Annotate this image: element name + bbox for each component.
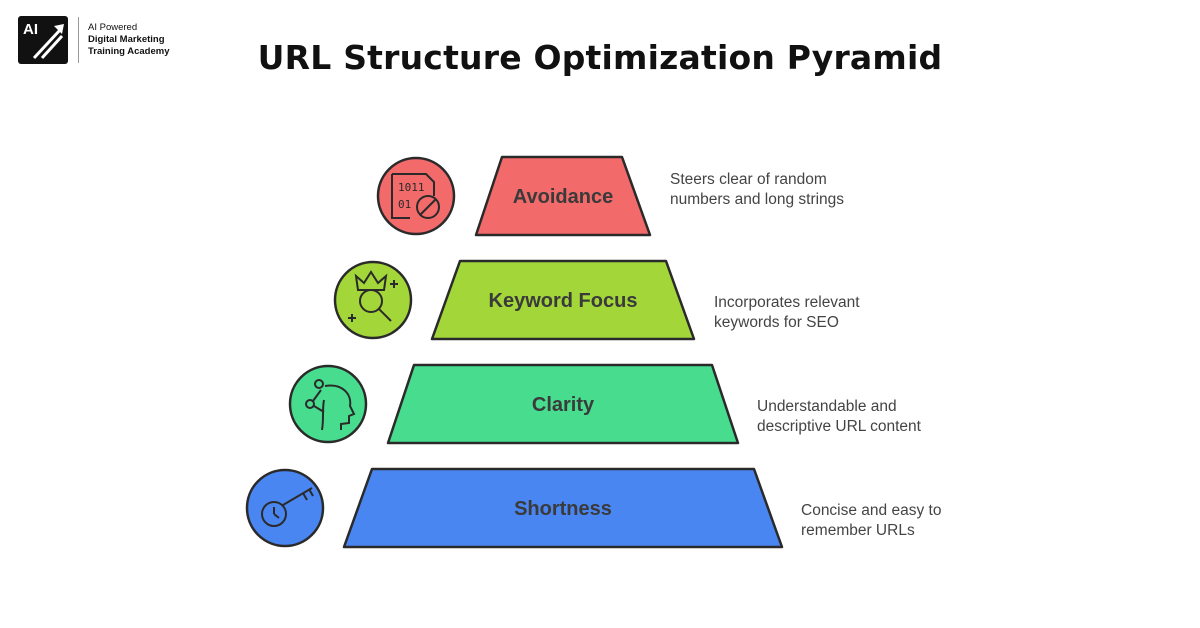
tier-clarity-label: Clarity [532,394,595,416]
tier-shortness-shape [342,467,784,549]
page-title: URL Structure Optimization Pyramid [257,38,943,77]
logo-line-2: Digital Marketing [88,34,165,45]
key-clock-icon [261,487,314,527]
logo-mark: AI [18,16,68,64]
tier-avoidance-description: Steers clear of random numbers and long … [670,171,845,208]
tier-avoidance-icon-circle [376,156,456,236]
logo-mark-text: AI [23,21,38,38]
tier-clarity-icon-circle [288,364,368,444]
tier-keyword-focus-shape [430,259,696,341]
svg-text:01: 01 [398,198,411,211]
logo-line-3: Training Academy [88,46,170,57]
logo-divider [78,17,79,63]
logo-text: AI Powered Digital Marketing Training Ac… [88,22,169,58]
trend-arrow-icon [32,24,64,60]
tier-avoidance: 1011 01 Avoidance [376,155,652,237]
brand-logo: AI AI Powered Digital Marketing Training… [18,16,169,64]
binary-blocked-icon: 1011 01 [391,173,440,219]
tier-avoidance-label: Avoidance [513,186,613,208]
svg-text:1011: 1011 [398,181,425,194]
tier-keyword-focus-description: Incorporates relevant keywords for SEO [714,294,860,331]
tier-clarity: Clarity [288,363,740,445]
tier-shortness-label: Shortness [514,498,612,520]
tier-clarity-description: Understandable and descriptive URL conte… [757,398,921,435]
head-network-icon [305,379,356,431]
tier-keyword-focus: Keyword Focus [333,259,696,341]
tier-keyword-focus-label: Keyword Focus [489,290,638,312]
tier-shortness: Shortness [245,467,784,549]
tier-shortness-description: Concise and easy to remember URLs [801,502,942,539]
logo-line-1: AI Powered [88,22,138,33]
crown-magnifier-icon [348,270,398,322]
tier-clarity-shape [386,363,740,445]
tier-avoidance-shape [474,155,652,237]
